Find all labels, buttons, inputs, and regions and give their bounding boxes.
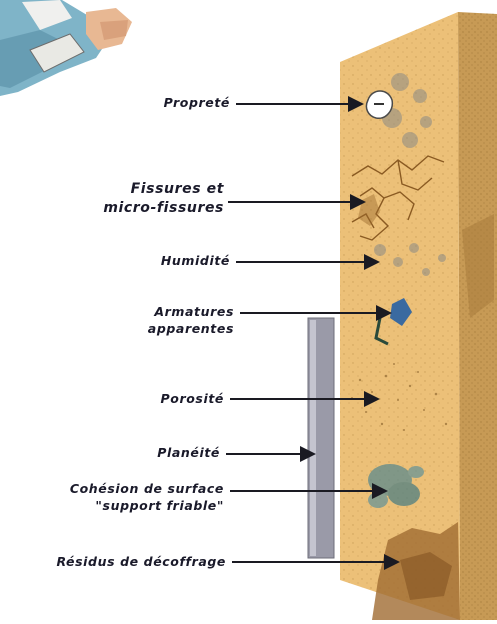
label-fissures-line1: Fissures et <box>40 180 224 199</box>
label-cohesion-line2: "support friable" <box>10 497 224 514</box>
label-cohesion: Cohésion de surface "support friable" <box>10 480 224 514</box>
label-residus-text: Résidus de décoffrage <box>56 554 226 569</box>
label-cohesion-line1: Cohésion de surface <box>10 480 224 497</box>
label-proprete: Propreté <box>60 94 230 111</box>
label-planeite: Planéité <box>40 444 220 461</box>
label-fissures: Fissures et micro-fissures <box>40 180 224 218</box>
worker-figure <box>0 0 132 96</box>
label-residus: Résidus de décoffrage <box>4 553 226 570</box>
label-armatures: Armatures apparentes <box>40 303 234 337</box>
label-armatures-line2: apparentes <box>40 320 234 337</box>
label-fissures-line2: micro-fissures <box>40 199 224 218</box>
label-porosite: Porosité <box>40 390 224 407</box>
label-porosite-text: Porosité <box>161 391 224 406</box>
label-proprete-text: Propreté <box>164 95 230 110</box>
label-planeite-text: Planéité <box>157 445 220 460</box>
label-humidite-text: Humidité <box>161 253 230 268</box>
label-armatures-line1: Armatures <box>40 303 234 320</box>
label-humidite: Humidité <box>40 252 230 269</box>
